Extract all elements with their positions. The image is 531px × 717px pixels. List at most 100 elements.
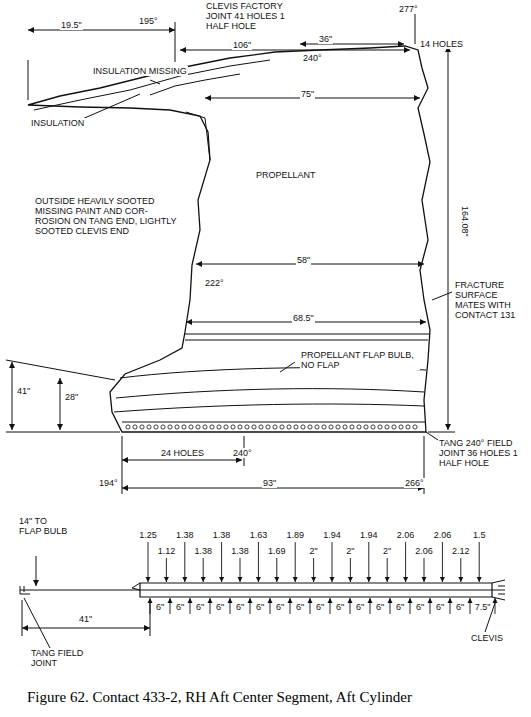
leader-line (450, 598, 451, 614)
dimension-label: 1.63 (249, 530, 269, 540)
bolt-hole (357, 425, 361, 429)
dimension-label: 6" (195, 602, 205, 612)
leader-line (210, 598, 211, 614)
dimension-label: 1.38 (212, 530, 232, 540)
leader-line (290, 598, 291, 614)
bolt-hole (154, 425, 158, 429)
dimension-label: 7.5" (474, 602, 492, 612)
dimension-label: 93" (262, 478, 277, 488)
dimension-label: 6" (255, 602, 265, 612)
dimension-label: 6" (375, 602, 385, 612)
dimension-label: 1.38 (193, 546, 213, 556)
bolt-hole (294, 425, 298, 429)
dimension-label: 2" (382, 546, 392, 556)
bolt-hole (147, 425, 151, 429)
bolt-hole (371, 425, 375, 429)
dimension-label: FRACTURE SURFACE MATES WITH CONTACT 131 (454, 280, 528, 320)
dimension-label: 6" (215, 602, 225, 612)
dimension-label: 1.5 (472, 530, 487, 540)
dimension-label: 24 HOLES (160, 448, 205, 458)
leader-line (240, 558, 241, 582)
bolt-hole (350, 425, 354, 429)
bolt-hole (413, 425, 417, 429)
bolt-hole (329, 425, 333, 429)
dimension-label: 240° (302, 53, 323, 63)
bolt-hole (231, 425, 235, 429)
bolt-hole (189, 425, 193, 429)
dimension-label: 222° (204, 278, 225, 288)
bolt-hole (245, 425, 249, 429)
bolt-hole (168, 425, 172, 429)
leader-line (410, 598, 411, 614)
dimension-label: 6" (395, 602, 405, 612)
leader-line (230, 598, 231, 614)
dimension-label: INSULATION MISSING (92, 66, 188, 76)
dimension-label: OUTSIDE HEAVILY SOOTED MISSING PAINT AND… (34, 196, 186, 236)
dimension-label: 6" (435, 602, 445, 612)
dimension-label: 1.25 (138, 530, 158, 540)
leader-line (479, 542, 480, 582)
bolt-hole (252, 425, 256, 429)
dimension-label: 14" TO FLAP BULB (18, 516, 72, 536)
dimension-label: 1.94 (359, 530, 379, 540)
dimension-label: 2" (308, 546, 318, 556)
leader-line (370, 598, 371, 614)
leader-line (390, 598, 391, 614)
leader-line (442, 542, 443, 582)
leader-line (270, 598, 271, 614)
leader-line (203, 558, 204, 582)
bolt-hole (322, 425, 326, 429)
dimension-label: 58" (296, 255, 311, 265)
figure-caption: Figure 62. Contact 433-2, RH Aft Center … (26, 688, 413, 706)
dimension-label: 19.5" (60, 20, 83, 30)
leader-line (405, 542, 406, 582)
bolt-hole (399, 425, 403, 429)
bolt-hole (266, 425, 270, 429)
leader-line (470, 598, 471, 614)
bolt-hole (133, 425, 137, 429)
leader-line (184, 542, 185, 582)
bolt-hole (308, 425, 312, 429)
bolt-hole (224, 425, 228, 429)
dimension-label: 2.06 (433, 530, 453, 540)
bolt-hole (301, 425, 305, 429)
bolt-hole (378, 425, 382, 429)
dimension-label: 6" (415, 602, 425, 612)
leader-line (350, 598, 351, 614)
leader-line (330, 598, 331, 614)
bolt-hole (182, 425, 186, 429)
leader-line (221, 542, 222, 582)
leader-line (150, 598, 151, 614)
leader-line (148, 542, 149, 582)
dimension-label: TANG 240° FIELD JOINT 36 HOLES 1 HALF HO… (438, 438, 528, 468)
leader-line (170, 598, 171, 614)
dimension-label: 1.94 (322, 530, 342, 540)
bolt-hole (364, 425, 368, 429)
bolt-hole (273, 425, 277, 429)
bolt-hole (336, 425, 340, 429)
leader-line (295, 542, 296, 582)
dimension-label: 195° (138, 16, 159, 26)
dimension-label: 6" (315, 602, 325, 612)
dimension-label: 28" (64, 392, 79, 402)
leader-line (430, 598, 431, 614)
dimension-label: 6" (155, 602, 165, 612)
leader-line (332, 542, 333, 582)
dimension-label: 41" (78, 614, 93, 624)
bolt-hole (140, 425, 144, 429)
bolt-hole (315, 425, 319, 429)
dimension-label: 68.5" (292, 313, 315, 323)
leader-line (368, 542, 369, 582)
dimension-label: 6" (455, 602, 465, 612)
bolt-hole (392, 425, 396, 429)
dimension-label: 1.38 (175, 530, 195, 540)
dimension-label: 75" (300, 89, 315, 99)
dimension-label: 1.12 (157, 546, 177, 556)
dimension-label: TANG FIELD JOINT (30, 648, 94, 668)
dimension-label: 6" (295, 602, 305, 612)
dimension-label: 1.38 (230, 546, 250, 556)
dimension-label: 2" (345, 546, 355, 556)
leader-line (310, 598, 311, 614)
dimension-label: 6" (275, 602, 285, 612)
dimension-label: 2.12 (451, 546, 471, 556)
